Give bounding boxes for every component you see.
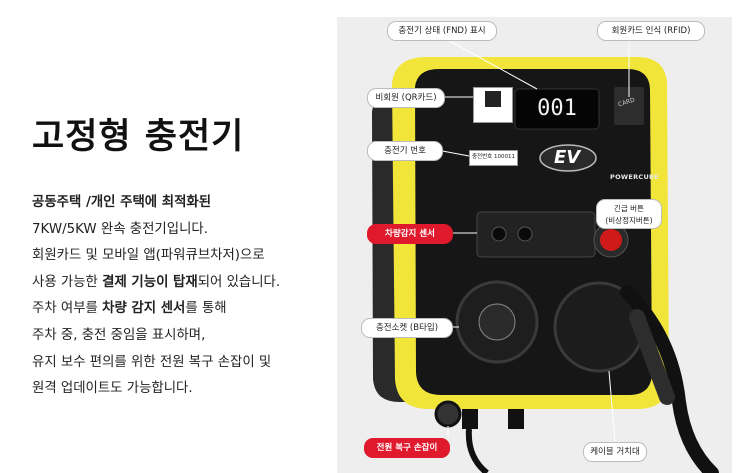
- callout-label: 회원카드 인식 (RFID): [597, 21, 705, 41]
- bottom-cable: [465, 428, 489, 473]
- qr-code-icon: [485, 91, 501, 107]
- description-line: 원격 업데이트도 가능합니다.: [32, 376, 347, 403]
- description-line: 주차 여부를 차량 감지 센서를 통해: [32, 296, 347, 323]
- ev-logo: [539, 144, 597, 172]
- callout-label: 충전기 상태 (FND) 표시: [387, 21, 497, 41]
- ev-logo-text: EV: [554, 147, 581, 168]
- description-text: 주차 중, 충전 중임을 표시하며,: [32, 327, 206, 343]
- socket-core: [478, 303, 516, 341]
- description-text: 공동주택 /개인 주택에 최적화된: [32, 195, 212, 210]
- description-text: 원격 업데이트도 가능합니다.: [32, 381, 193, 397]
- callout-label: 전원 복구 손잡이: [364, 438, 450, 458]
- description-line: 7KW/5KW 완속 충전기입니다.: [32, 217, 347, 244]
- cable-plug: [629, 309, 675, 405]
- callout-label: 충전기 번호: [367, 141, 443, 161]
- charger-number-sticker: 충전번호 100011: [469, 150, 518, 166]
- sensor-eye-left: [491, 226, 507, 242]
- callout-label: 충전소켓 (B타입): [361, 318, 453, 338]
- description-text: 를 통해: [185, 301, 227, 317]
- charger-illustration: [372, 38, 719, 473]
- product-description: 공동주택 /개인 주택에 최적화된 7KW/5KW 완속 충전기입니다. 회원카드 …: [32, 190, 347, 403]
- description-line: 공동주택 /개인 주택에 최적화된: [32, 190, 347, 217]
- fnd-display: [514, 88, 600, 130]
- fnd-display-value: 001: [537, 96, 577, 121]
- bottom-gland-1: [462, 409, 478, 429]
- highlight-text: 차량 감지 센서: [102, 301, 186, 317]
- description-line: 회원카드 및 모바일 앱(파워큐브차저)으로: [32, 243, 347, 270]
- power-reset-knob: [434, 400, 462, 428]
- cable: [620, 285, 719, 473]
- callout-label: 차량감지 센서: [367, 224, 453, 244]
- description-line: 사용 가능한 결제 기능이 탑재되어 있습니다.: [32, 270, 347, 297]
- description-text: 되어 있습니다.: [197, 274, 281, 290]
- charger-photo: 충전번호 100011 001 EV POWERCUBE CARD: [337, 17, 732, 473]
- bottom-gland-2: [508, 409, 524, 429]
- page-title: 고정형 충전기: [32, 117, 245, 157]
- callout-label: 긴급 버튼 (비상정지버튼): [596, 199, 662, 229]
- brand-name: POWERCUBE: [610, 173, 660, 181]
- description-line: 유지 보수 편의를 위한 전원 복구 손잡이 및: [32, 350, 347, 377]
- callout-label: 비회원 (QR카드): [367, 88, 445, 108]
- qr-sticker: [473, 87, 513, 123]
- description-line: 주차 중, 충전 중임을 표시하며,: [32, 323, 347, 350]
- emergency-button: [600, 229, 622, 251]
- description-text: 회원카드 및 모바일 앱(파워큐브차저)으로: [32, 248, 265, 264]
- rfid-reader: [614, 87, 644, 125]
- description-text: 사용 가능한: [32, 274, 103, 290]
- description-text: 유지 보수 편의를 위한 전원 복구 손잡이 및: [32, 354, 272, 370]
- callout-label: 케이블 거치대: [583, 442, 647, 462]
- description-text: 주차 여부를: [32, 301, 103, 317]
- sensor-eye-right: [517, 226, 533, 242]
- description-text: 7KW/5KW 완속 충전기입니다.: [32, 221, 208, 237]
- highlight-text: 결제 기능이 탑재: [102, 274, 198, 290]
